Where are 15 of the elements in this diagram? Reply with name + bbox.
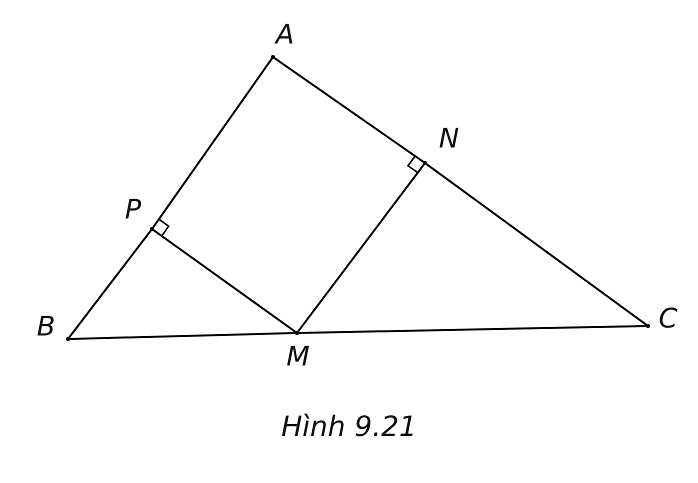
vertex-label: M: [286, 344, 310, 370]
figure-caption: Hình 9.21: [280, 410, 418, 443]
vertex-label: C: [658, 306, 678, 332]
line-segment: [297, 164, 425, 332]
line-segment: [70, 332, 296, 340]
line-segment: [274, 57, 424, 163]
line-segment: [68, 230, 152, 338]
vertex-label: P: [124, 196, 142, 224]
vertex-label: N: [438, 126, 460, 152]
line-segment: [153, 229, 296, 333]
line-segment: [152, 58, 273, 228]
vertex-label: A: [276, 22, 294, 48]
vertex-label: B: [36, 314, 56, 340]
line-segment: [298, 325, 646, 334]
line-segment: [426, 163, 647, 326]
